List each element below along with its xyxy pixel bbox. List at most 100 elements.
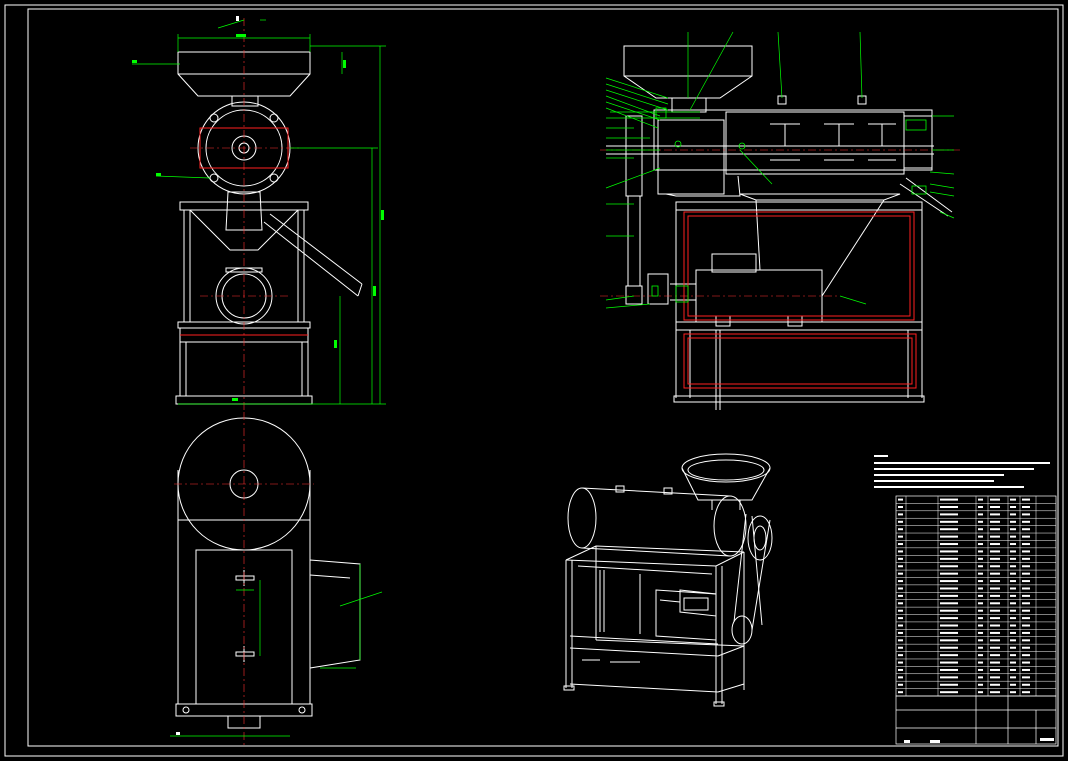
parts-list-cell-mark — [940, 624, 958, 627]
parts-list-cell-mark — [990, 602, 1000, 605]
parts-list-cell-mark — [978, 498, 983, 501]
parts-list-cell-mark — [1010, 683, 1016, 686]
parts-list-cell-mark — [940, 520, 958, 523]
parts-list-cell-mark — [1010, 580, 1016, 583]
isometric-view — [563, 453, 773, 707]
parts-list-cell-mark — [898, 557, 903, 560]
parts-list-cell-mark — [898, 617, 903, 620]
parts-list-cell-mark — [990, 676, 1000, 679]
parts-list-cell-mark — [978, 646, 983, 649]
parts-list-cell-mark — [1022, 691, 1030, 694]
parts-list-cell-mark — [990, 646, 1000, 649]
parts-list-cell-mark — [940, 550, 958, 553]
parts-list-cell-mark — [940, 557, 958, 560]
parts-list-cell-mark — [990, 513, 1000, 516]
parts-list-cell-mark — [898, 654, 903, 657]
parts-list-cell-mark — [1022, 528, 1030, 531]
parts-list-cell-mark — [1010, 587, 1016, 590]
parts-list-cell-mark — [990, 661, 1000, 664]
parts-list-cell-mark — [1022, 498, 1030, 501]
parts-list-cell-mark — [940, 617, 958, 620]
parts-list-cell-mark — [1010, 624, 1016, 627]
parts-list-cell-mark — [1022, 535, 1030, 538]
parts-list-cell-mark — [1022, 506, 1030, 508]
parts-list-cell-mark — [1022, 557, 1030, 560]
parts-list-table — [896, 496, 1056, 696]
parts-list-cell-mark — [990, 535, 1000, 538]
parts-list-cell-mark — [978, 691, 983, 694]
parts-list-cell-mark — [1022, 646, 1030, 649]
parts-list-cell-mark — [990, 594, 1000, 597]
parts-list-cell-mark — [898, 676, 903, 679]
parts-list-cell-mark — [1022, 654, 1030, 657]
parts-list-cell-mark — [1010, 661, 1016, 664]
parts-list-cell-mark — [978, 543, 983, 546]
parts-list-cell-mark — [990, 654, 1000, 657]
parts-list-cell-mark — [940, 498, 958, 501]
side-view-part-leaders — [605, 31, 955, 309]
parts-list-cell-mark — [990, 631, 1000, 634]
parts-list-cell-mark — [898, 646, 903, 649]
parts-list-cell-mark — [1022, 520, 1030, 523]
parts-list-cell-mark — [1022, 550, 1030, 553]
parts-list-cell-mark — [1010, 609, 1016, 612]
parts-list-cell-mark — [990, 617, 1000, 620]
parts-list-cell-mark — [1022, 565, 1030, 568]
parts-list-cell-mark — [1010, 639, 1016, 642]
parts-list-cell-mark — [898, 594, 903, 597]
parts-list-cell-mark — [1010, 506, 1016, 508]
parts-list-cell-mark — [990, 543, 1000, 546]
parts-list-cell-mark — [1010, 691, 1016, 694]
parts-list-cell-mark — [978, 520, 983, 523]
parts-list-cell-mark — [898, 631, 903, 634]
technical-notes — [874, 455, 1050, 488]
parts-list-cell-mark — [898, 668, 903, 671]
parts-list-cell-mark — [940, 631, 958, 634]
parts-list-cell-mark — [898, 691, 903, 694]
parts-list-cell-mark — [1010, 513, 1016, 516]
parts-list-cell-mark — [1022, 609, 1030, 612]
parts-list-cell-mark — [978, 580, 983, 583]
parts-list-cell-mark — [1010, 550, 1016, 553]
parts-list-cell-mark — [940, 594, 958, 597]
parts-list-cell-mark — [978, 528, 983, 531]
top-view — [175, 417, 361, 729]
top-view-dimensions — [170, 564, 383, 737]
parts-list-cell-mark — [898, 572, 903, 575]
parts-list-cell-mark — [1022, 661, 1030, 664]
parts-list-cell-mark — [1022, 594, 1030, 597]
parts-list-cell-mark — [990, 506, 1000, 508]
sheet-border — [4, 4, 1064, 757]
parts-list-cell-mark — [1010, 520, 1016, 523]
parts-list-cell-mark — [978, 661, 983, 664]
parts-list-cell-mark — [978, 654, 983, 657]
parts-list-cell-mark — [1022, 668, 1030, 671]
front-view-centerlines — [190, 18, 300, 410]
parts-list-cell-mark — [898, 528, 903, 531]
parts-list-cell-mark — [940, 661, 958, 664]
parts-list-cell-mark — [990, 528, 1000, 531]
parts-list-cell-mark — [978, 602, 983, 605]
parts-list-cell-mark — [898, 513, 903, 516]
parts-list-cell-mark — [978, 676, 983, 679]
parts-list-cell-mark — [1010, 654, 1016, 657]
front-view-dim-labels — [132, 16, 384, 401]
parts-list-cell-mark — [898, 550, 903, 553]
parts-list-cell-mark — [898, 535, 903, 538]
parts-list-cell-mark — [1010, 676, 1016, 679]
parts-list-cell-mark — [1010, 543, 1016, 546]
parts-list-cell-mark — [1022, 676, 1030, 679]
parts-list-cell-mark — [940, 535, 958, 538]
parts-list-cell-mark — [898, 683, 903, 686]
parts-list-cell-mark — [1022, 683, 1030, 686]
parts-list-cell-mark — [1010, 572, 1016, 575]
parts-list-cell-mark — [990, 609, 1000, 612]
parts-list-cell-mark — [978, 535, 983, 538]
parts-list-cell-mark — [1022, 639, 1030, 642]
parts-list-cell-mark — [978, 594, 983, 597]
parts-list-cell-mark — [1010, 528, 1016, 531]
top-view-centerlines — [174, 412, 314, 745]
parts-list-cell-mark — [978, 557, 983, 560]
parts-list-cell-mark — [978, 631, 983, 634]
parts-list-cell-mark — [978, 624, 983, 627]
